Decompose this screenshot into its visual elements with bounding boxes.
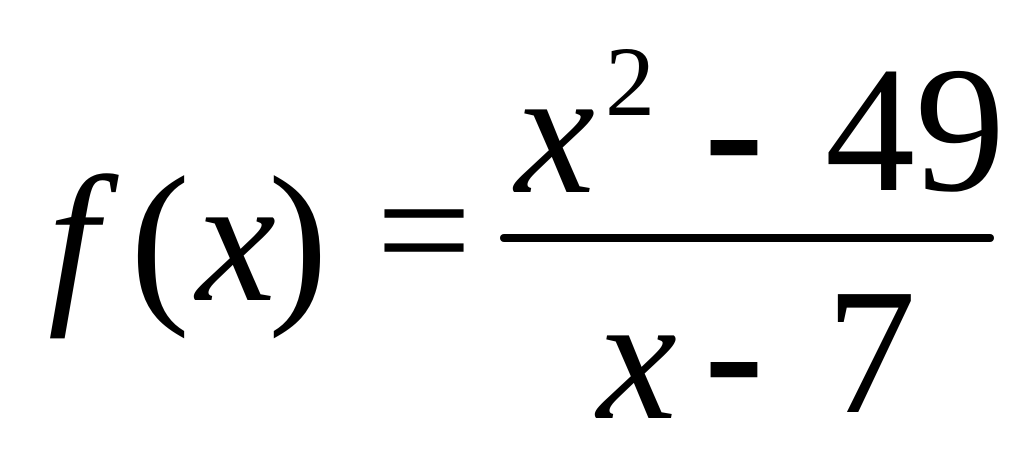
function-argument: x bbox=[196, 140, 276, 339]
close-parenthesis: ) bbox=[268, 140, 328, 339]
fraction-bar bbox=[500, 234, 994, 242]
formula: f ( x ) = x 2 - 49 x - 7 bbox=[48, 26, 1005, 451]
numerator-constant: 49 bbox=[825, 30, 1005, 229]
numerator-exponent: 2 bbox=[605, 26, 655, 137]
equals-sign: = bbox=[376, 136, 472, 324]
denominator-constant: 7 bbox=[826, 252, 916, 451]
numerator-operator: - bbox=[704, 30, 764, 229]
open-parenthesis: ( bbox=[130, 140, 190, 339]
function-name: f bbox=[48, 140, 99, 339]
denominator-variable: x bbox=[597, 258, 677, 457]
denominator-operator: - bbox=[704, 252, 764, 451]
numerator-variable: x bbox=[515, 32, 595, 231]
